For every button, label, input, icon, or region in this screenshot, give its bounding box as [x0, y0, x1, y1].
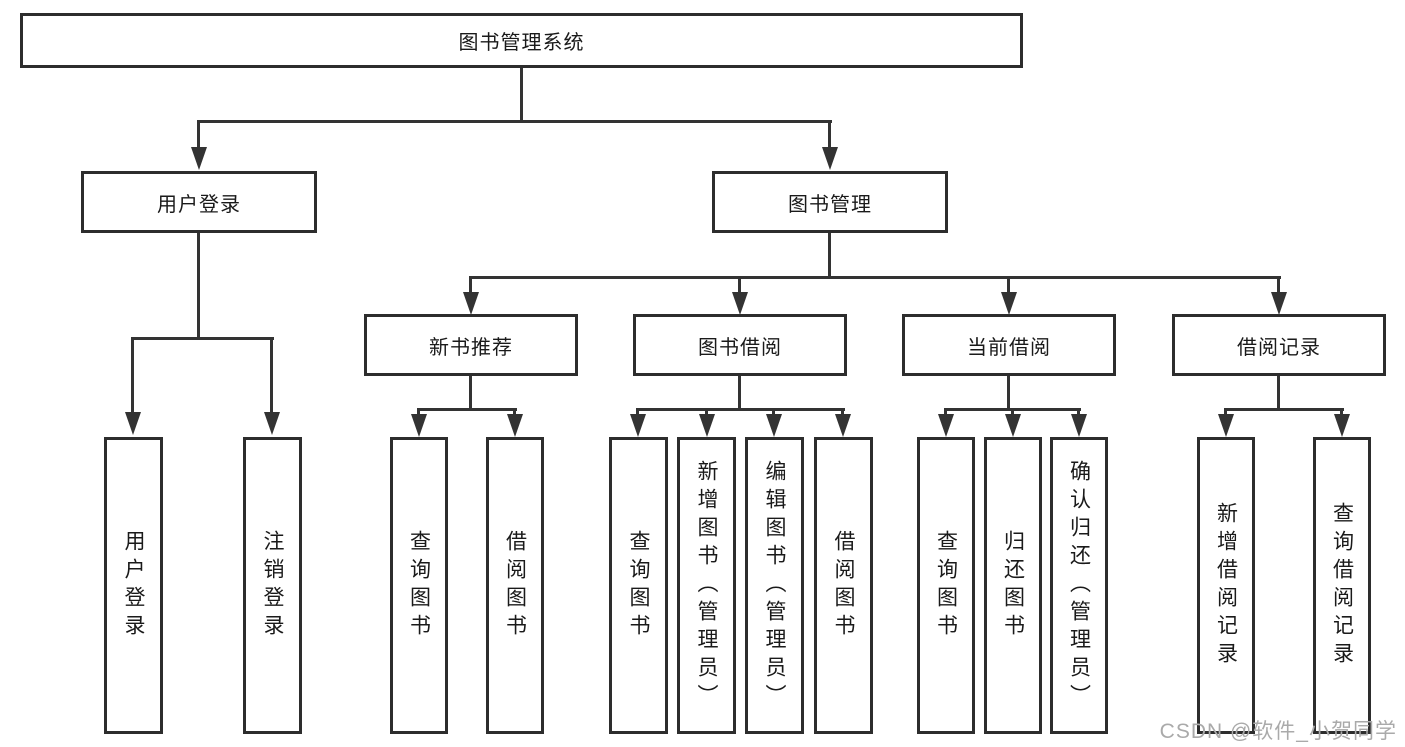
- connector-line: [1224, 408, 1344, 411]
- connector-line: [417, 408, 420, 417]
- node-label: 新增借阅记录: [1214, 501, 1238, 670]
- node-label: 图书管理: [788, 193, 872, 216]
- connector-line: [1077, 408, 1080, 417]
- arrow-down-icon: [1071, 414, 1087, 437]
- arrow-down-icon: [507, 414, 523, 437]
- connector-line: [197, 120, 200, 148]
- connector-line: [1224, 408, 1227, 417]
- node-label: 确认归还（管理员）: [1067, 459, 1091, 712]
- node-label: 注销登录: [261, 529, 284, 642]
- connector-line: [828, 120, 831, 148]
- node-label: 借阅图书: [503, 529, 527, 642]
- connector-line: [738, 376, 741, 408]
- node-new-book-recommend: 新书推荐: [364, 314, 578, 376]
- arrow-down-icon: [1218, 414, 1234, 437]
- node-label: 当前借阅: [967, 336, 1051, 359]
- connector-line: [636, 408, 845, 411]
- connector-line: [636, 408, 639, 417]
- node-book-borrow: 图书借阅: [633, 314, 847, 376]
- connector-line: [417, 408, 517, 411]
- connector-line: [197, 233, 200, 337]
- node-label: 新书推荐: [429, 336, 513, 359]
- leaf-user-login: 用户登录: [104, 437, 163, 734]
- node-label: 查询图书: [934, 529, 958, 642]
- connector-line: [1007, 276, 1010, 294]
- arrow-down-icon: [1271, 292, 1287, 315]
- node-label: 图书管理系统: [458, 32, 585, 54]
- node-current-borrow: 当前借阅: [902, 314, 1116, 376]
- arrow-down-icon: [699, 414, 715, 437]
- arrow-down-icon: [264, 412, 280, 435]
- arrow-down-icon: [125, 412, 141, 435]
- arrow-down-icon: [938, 414, 954, 437]
- leaf-confirm-return-admin: 确认归还（管理员）: [1050, 437, 1108, 734]
- node-label: 借阅图书: [832, 529, 855, 642]
- connector-line: [1340, 408, 1343, 417]
- connector-line: [1011, 408, 1014, 417]
- connector-line: [198, 120, 832, 123]
- node-label: 查询借阅记录: [1330, 501, 1354, 670]
- leaf-query-book-2: 查询图书: [609, 437, 668, 734]
- arrow-down-icon: [191, 147, 207, 170]
- node-root: 图书管理系统: [20, 13, 1023, 68]
- leaf-edit-book-admin: 编辑图书（管理员）: [745, 437, 804, 734]
- connector-line: [270, 337, 273, 414]
- leaf-query-book-1: 查询图书: [390, 437, 448, 734]
- node-label: 用户登录: [122, 529, 145, 642]
- connector-line: [841, 408, 844, 417]
- arrow-down-icon: [1001, 292, 1017, 315]
- arrow-down-icon: [732, 292, 748, 315]
- arrow-down-icon: [1005, 414, 1021, 437]
- arrow-down-icon: [822, 147, 838, 170]
- connector-line: [520, 68, 523, 120]
- leaf-query-borrow-record: 查询借阅记录: [1313, 437, 1371, 734]
- connector-line: [944, 408, 947, 417]
- node-label: 归还图书: [1001, 529, 1025, 642]
- arrow-down-icon: [411, 414, 427, 437]
- leaf-add-book-admin: 新增图书（管理员）: [677, 437, 736, 734]
- node-label: 图书借阅: [698, 336, 782, 359]
- node-book-management: 图书管理: [712, 171, 948, 233]
- node-label: 用户登录: [157, 193, 241, 216]
- connector-line: [469, 276, 1281, 279]
- connector-line: [513, 408, 516, 417]
- leaf-return-book: 归还图书: [984, 437, 1042, 734]
- connector-line: [1007, 376, 1010, 408]
- node-borrow-record: 借阅记录: [1172, 314, 1386, 376]
- arrow-down-icon: [1334, 414, 1350, 437]
- node-label: 查询图书: [407, 529, 431, 642]
- node-label: 编辑图书（管理员）: [763, 459, 786, 712]
- connector-line: [828, 233, 831, 276]
- leaf-add-borrow-record: 新增借阅记录: [1197, 437, 1255, 734]
- leaf-query-book-3: 查询图书: [917, 437, 975, 734]
- leaf-borrow-book-1: 借阅图书: [486, 437, 544, 734]
- arrow-down-icon: [630, 414, 646, 437]
- leaf-logout: 注销登录: [243, 437, 302, 734]
- leaf-borrow-book-2: 借阅图书: [814, 437, 873, 734]
- connector-line: [132, 337, 274, 340]
- arrow-down-icon: [835, 414, 851, 437]
- connector-line: [1277, 376, 1280, 408]
- csdn-watermark: CSDN @软件_小贺同学: [1159, 720, 1397, 743]
- node-user-login: 用户登录: [81, 171, 317, 233]
- arrow-down-icon: [766, 414, 782, 437]
- connector-line: [469, 276, 472, 294]
- arrow-down-icon: [463, 292, 479, 315]
- connector-line: [772, 408, 775, 417]
- connector-line: [738, 276, 741, 294]
- node-label: 新增图书（管理员）: [695, 459, 718, 712]
- connector-line: [1277, 276, 1280, 294]
- node-label: 查询图书: [627, 529, 650, 642]
- connector-line: [131, 337, 134, 414]
- connector-line: [705, 408, 708, 417]
- node-label: 借阅记录: [1237, 336, 1321, 359]
- connector-line: [469, 376, 472, 408]
